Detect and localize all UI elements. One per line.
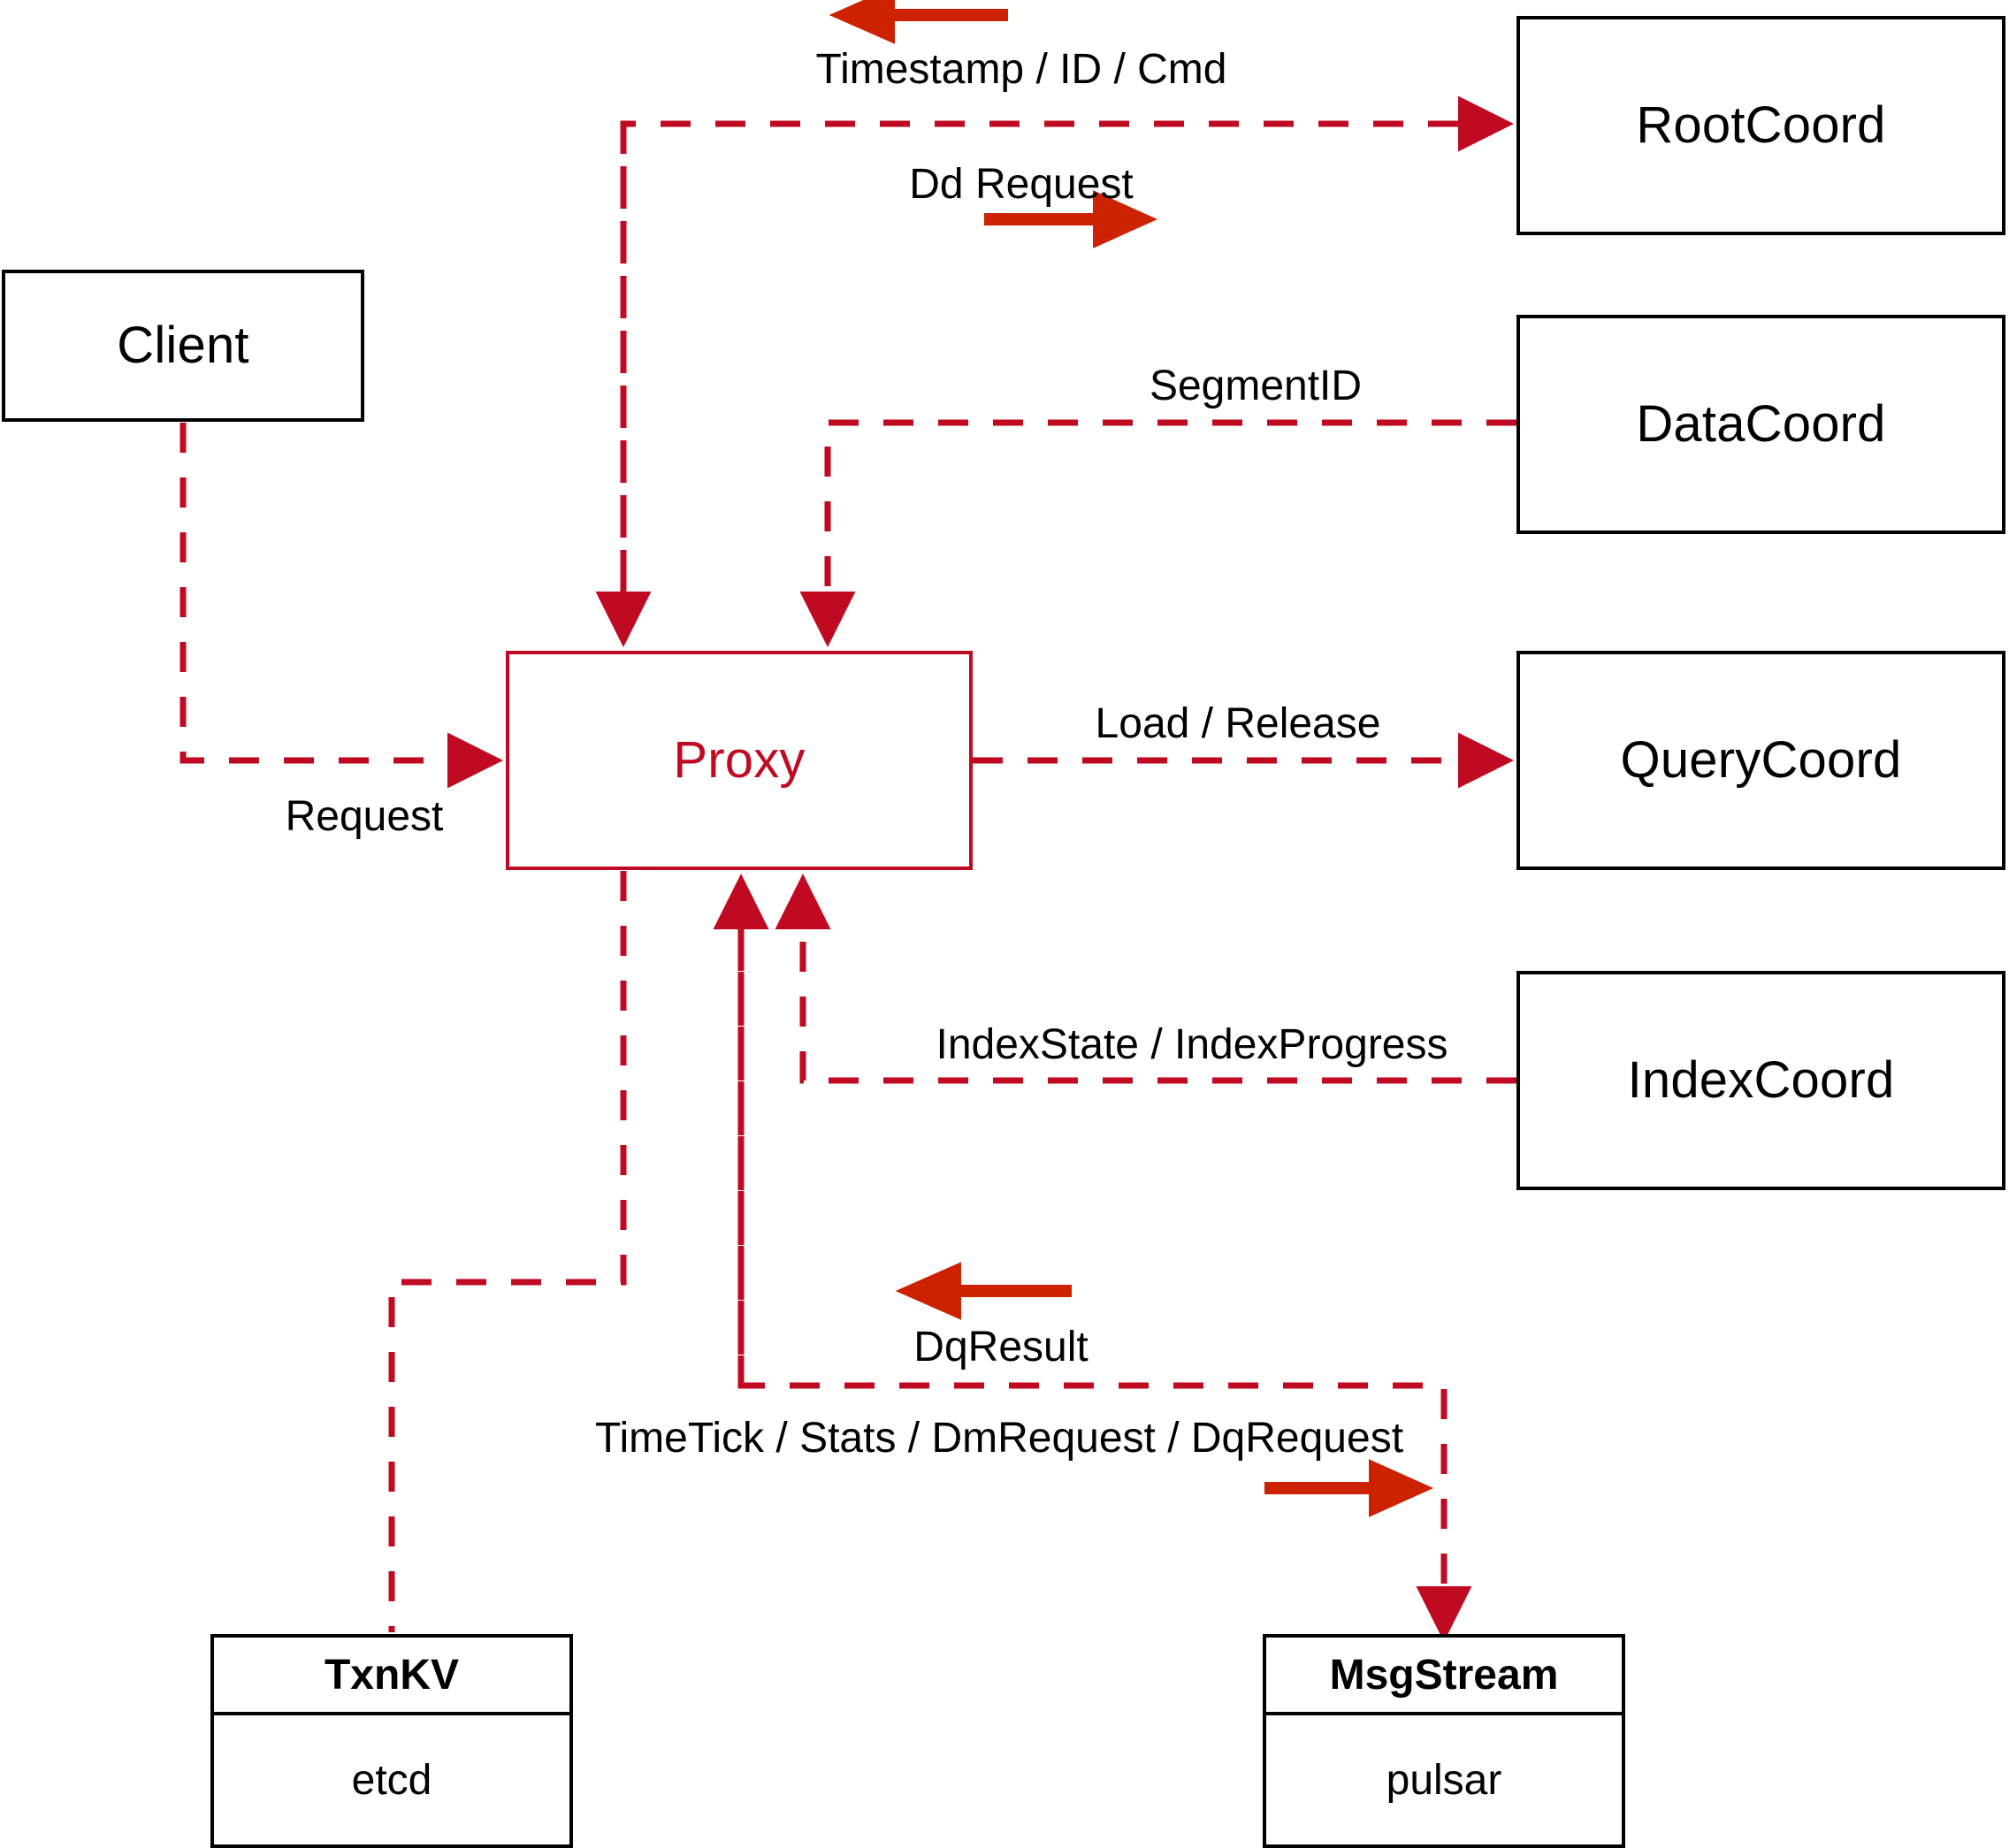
- edge-label-timestamp-id-cmd: Timestamp / ID / Cmd: [815, 46, 1227, 93]
- wire-datacoord-to-proxy: [799, 419, 1516, 647]
- edge-label-dd-request: Dd Request: [909, 161, 1134, 208]
- direction-arrow-timestamp-head: [829, 0, 895, 44]
- direction-arrow-dqresult-head: [895, 1262, 961, 1320]
- node-txnkv-title: TxnKV: [324, 1651, 459, 1699]
- edge-label-timetick-stats-dm-dq: TimeTick / Stats / DmRequest / DqRequest: [594, 1415, 1404, 1462]
- node-rootcoord[interactable]: RootCoord: [1516, 16, 2005, 235]
- edge-label-segment-id: SegmentID: [1149, 363, 1363, 409]
- wire-proxy-msgstream: [737, 886, 1472, 1642]
- node-msgstream-title: MsgStream: [1329, 1651, 1559, 1699]
- node-msgstream-impl: pulsar: [1386, 1756, 1502, 1804]
- node-datacoord[interactable]: DataCoord: [1516, 315, 2005, 534]
- node-txnkv-impl: etcd: [351, 1756, 432, 1804]
- node-indexcoord[interactable]: IndexCoord: [1516, 971, 2005, 1190]
- edge-label-request: Request: [285, 793, 444, 840]
- node-txnkv-header: TxnKV: [214, 1638, 569, 1715]
- wire-client-to-proxy: [180, 423, 503, 789]
- node-proxy[interactable]: Proxy: [506, 651, 973, 870]
- node-proxy-label: Proxy: [673, 731, 806, 789]
- edge-label-index-state-progress: IndexState / IndexProgress: [936, 1021, 1448, 1068]
- node-indexcoord-label: IndexCoord: [1627, 1051, 1895, 1109]
- node-datacoord-label: DataCoord: [1636, 395, 1886, 453]
- node-txnkv[interactable]: TxnKV etcd: [210, 1634, 573, 1848]
- direction-arrow-timetick-head: [1369, 1459, 1434, 1517]
- node-msgstream-body: pulsar: [1266, 1715, 1622, 1844]
- node-msgstream[interactable]: MsgStream pulsar: [1263, 1634, 1625, 1848]
- node-rootcoord-label: RootCoord: [1636, 96, 1886, 154]
- edge-label-dq-result: DqResult: [913, 1324, 1089, 1371]
- node-client[interactable]: Client: [2, 270, 364, 422]
- node-querycoord-label: QueryCoord: [1620, 731, 1902, 789]
- node-querycoord[interactable]: QueryCoord: [1516, 651, 2005, 870]
- node-msgstream-header: MsgStream: [1266, 1638, 1622, 1715]
- wire-proxy-txnkv: [388, 871, 627, 1632]
- node-txnkv-body: etcd: [214, 1715, 569, 1844]
- edge-label-load-release: Load / Release: [1095, 700, 1381, 747]
- node-client-label: Client: [117, 317, 249, 374]
